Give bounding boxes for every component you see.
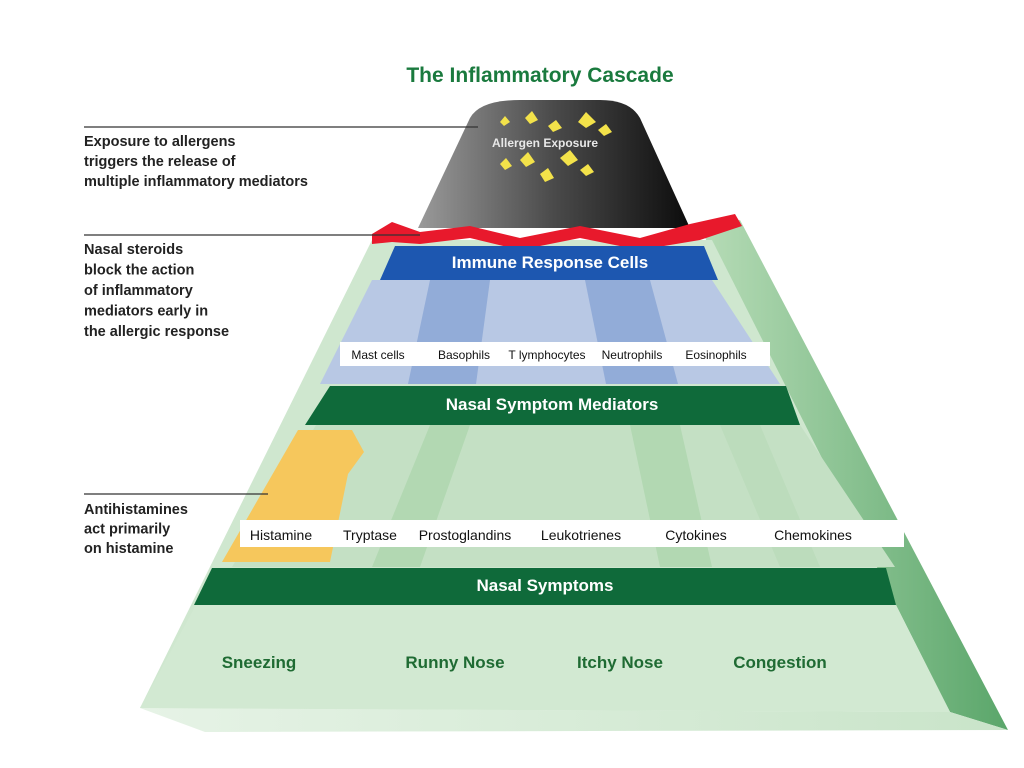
immune-cell-label: Neutrophils — [602, 348, 663, 362]
mediators-title: Nasal Symptom Mediators — [446, 395, 659, 414]
inflammation-red-band — [372, 214, 742, 250]
immune-response-title: Immune Response Cells — [452, 253, 649, 272]
symptom-label: Sneezing — [222, 653, 297, 672]
symptoms-bar — [194, 568, 896, 605]
steroids-annotation-line: block the action — [84, 263, 194, 279]
mediators-labels: Histamine Tryptase Prostoglandins Leukotrie… — [250, 527, 852, 543]
allergen-particle — [598, 124, 612, 136]
immune-response-bar — [380, 246, 718, 280]
steroids-annotation-line: of inflammatory — [84, 283, 193, 299]
steroids-annotation-line: Nasal steroids — [84, 242, 183, 258]
allergen-particles — [500, 111, 612, 182]
immune-cells-region — [320, 280, 780, 384]
diagram-title: The Inflammatory Cascade — [406, 64, 673, 87]
symptom-label: Congestion — [733, 653, 827, 672]
immune-cell-label: Basophils — [438, 348, 490, 362]
immune-cell-label: Mast cells — [351, 348, 404, 362]
allergens-annotation-line: multiple inflammatory mediators — [84, 174, 308, 190]
allergens-annotation-line: triggers the release of — [84, 154, 236, 170]
allergen-particle — [578, 112, 596, 128]
allergens-annotation-line: Exposure to allergens — [84, 134, 236, 150]
antihistamines-annotation-line: Antihistamines — [84, 502, 188, 518]
symptoms-title: Nasal Symptoms — [477, 576, 614, 595]
immune-cells-labels: Mast cells Basophils T lymphocytes Neutroph… — [351, 348, 746, 362]
mediator-label: Histamine — [250, 527, 312, 543]
mediator-label: Prostoglandins — [419, 527, 512, 543]
immune-cell-label: Eosinophils — [685, 348, 746, 362]
mediators-label-band — [240, 520, 904, 547]
symptoms-labels: Sneezing Runny Nose Itchy Nose Congestion — [222, 653, 827, 672]
steroids-annotation: Nasal steroids block the action of inflamm… — [84, 242, 229, 340]
symptom-label: Itchy Nose — [577, 653, 663, 672]
antihistamines-annotation-line: act primarily — [84, 522, 170, 538]
allergen-particle — [580, 164, 594, 176]
allergen-exposure-label: Allergen Exposure — [492, 136, 598, 150]
immune-cells-label-band — [340, 342, 770, 366]
allergen-particle — [525, 111, 538, 124]
allergen-particle — [500, 158, 512, 170]
symptoms-floor — [140, 605, 950, 712]
steroids-annotation-line: mediators early in — [84, 304, 208, 320]
mediator-label: Tryptase — [343, 527, 397, 543]
symptom-label: Runny Nose — [405, 653, 504, 672]
immune-cell-label: T lymphocytes — [508, 348, 585, 362]
allergens-annotation: Exposure to allergens triggers the releas… — [84, 134, 308, 190]
allergen-particle — [540, 168, 554, 182]
allergen-exposure-dome — [418, 100, 690, 228]
allergen-particle — [500, 116, 510, 126]
pyramid-side-face — [700, 220, 1008, 730]
steroids-annotation-line: the allergic response — [84, 324, 229, 340]
mediator-label: Chemokines — [774, 527, 852, 543]
allergen-particle — [548, 120, 562, 132]
allergen-particle — [560, 150, 578, 166]
antihistamines-annotation-line: on histamine — [84, 541, 173, 557]
allergen-particle — [520, 152, 535, 167]
mediator-label: Cytokines — [665, 527, 726, 543]
pyramid-base-rim — [140, 708, 1008, 732]
antihistamines-annotation: Antihistamines act primarily on histamine — [84, 502, 188, 557]
mediators-bar — [305, 386, 800, 425]
mediator-label: Leukotrienes — [541, 527, 621, 543]
